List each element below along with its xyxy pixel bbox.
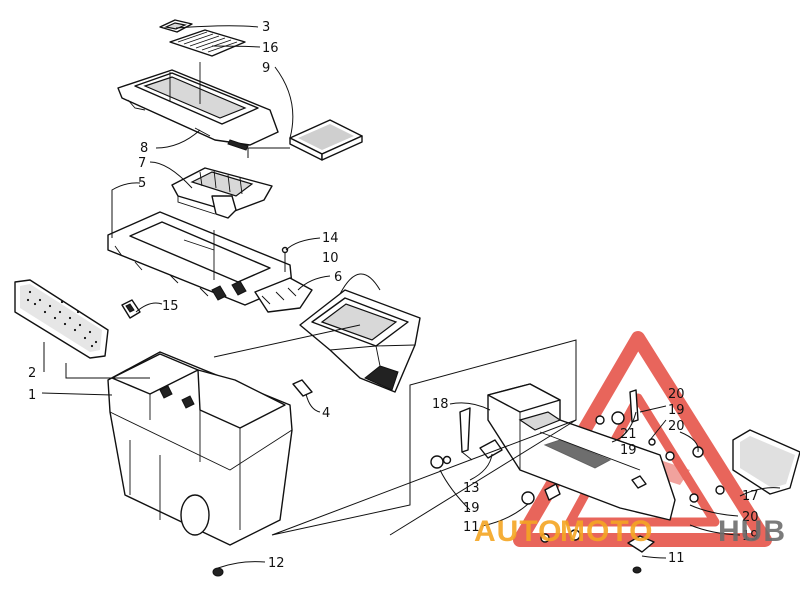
callout-1: 1: [28, 388, 36, 403]
part-10-intake-duct: [299, 289, 421, 393]
callout-labels: 3 16 9 8 7 5 14 10 6 15 2 1 4 12 18 20 1…: [28, 20, 759, 571]
callout-3: 3: [262, 20, 270, 35]
part-3-label-plate: [159, 19, 193, 33]
part-2-side-filter: [14, 279, 109, 359]
callout-21: 21: [620, 427, 637, 442]
part-15-sensor: [121, 299, 141, 319]
callout-19b: 19: [620, 443, 637, 458]
watermark-word-moto: MOTO: [560, 515, 653, 548]
part-8-airbox-lid: [117, 62, 279, 151]
part-12-grommet: [212, 567, 224, 577]
part-4-clip: [292, 379, 313, 397]
callout-20c: 20: [742, 510, 759, 525]
callout-19a: 19: [668, 403, 685, 418]
part-6-manifold: [254, 277, 313, 313]
part-1-airbox-body: [107, 351, 293, 546]
callout-leaders: [41, 25, 781, 569]
callout-2: 2: [28, 366, 36, 381]
callout-11b: 11: [668, 551, 685, 566]
callout-20a: 20: [668, 387, 685, 402]
part-18-lower-duct: [487, 383, 676, 521]
part-9-filter-pad: [289, 119, 363, 161]
callout-11a: 11: [463, 520, 480, 535]
callout-19c: 19: [463, 501, 480, 516]
callout-8: 8: [140, 141, 148, 156]
callout-13: 13: [463, 481, 480, 496]
callout-20b: 20: [668, 419, 685, 434]
callout-7: 7: [138, 156, 146, 171]
watermark-text: AUTO MOTO HUB: [474, 515, 786, 548]
part-7-intake-module: [171, 167, 273, 219]
part-14-screw: [281, 246, 289, 272]
part-16-grille: [169, 29, 246, 57]
leader-and-frame-lines: [65, 147, 577, 536]
callout-17: 17: [742, 489, 759, 504]
watermark-word-hub: HUB: [718, 515, 786, 548]
callout-4: 4: [322, 406, 330, 421]
part-17-filter: [732, 429, 800, 495]
callout-14: 14: [322, 231, 339, 246]
callout-5: 5: [138, 176, 146, 191]
callout-6: 6: [334, 270, 342, 285]
callout-19d: 19: [742, 529, 759, 544]
callout-16: 16: [262, 41, 279, 56]
callout-15: 15: [162, 299, 179, 314]
callout-9: 9: [262, 61, 270, 76]
watermark-word-auto: AUTO: [474, 515, 562, 548]
callout-12: 12: [268, 556, 285, 571]
callout-10: 10: [322, 251, 339, 266]
callout-18: 18: [432, 397, 449, 412]
